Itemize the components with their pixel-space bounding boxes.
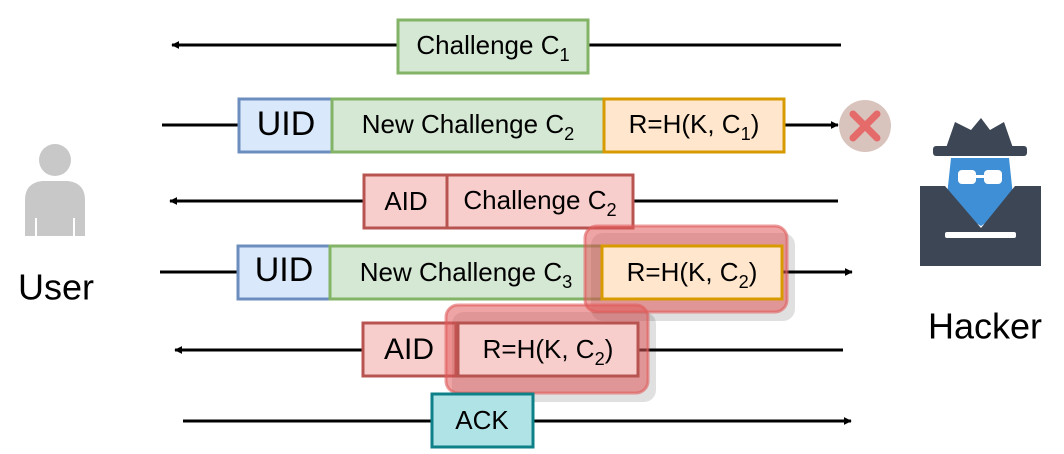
user-icon xyxy=(25,144,85,236)
response-c2-field xyxy=(456,321,640,378)
aid-field xyxy=(362,173,449,230)
message-2: UID New Challenge C2 R=H(K, C1) xyxy=(162,97,891,154)
new-challenge-c3-field xyxy=(328,244,604,301)
message-4: UID New Challenge C3 R=H(K, C2) xyxy=(160,224,853,321)
aid-field xyxy=(361,321,458,378)
message-5: AID R=H(K, C2) xyxy=(174,303,843,402)
challenge-c2-field xyxy=(445,173,635,230)
response-c2-label: R=H(K, C2) xyxy=(627,257,758,292)
uid-label: UID xyxy=(257,105,316,143)
hacker-label: Hacker xyxy=(928,306,1042,347)
new-challenge-c2-field xyxy=(330,97,606,154)
message-6: ACK xyxy=(183,392,852,449)
new-challenge-c3-label: New Challenge C3 xyxy=(360,257,572,292)
uid-field xyxy=(237,97,334,154)
message-3: AID Challenge C2 xyxy=(169,173,838,230)
user-label: User xyxy=(18,267,94,308)
ack-label: ACK xyxy=(455,405,509,435)
challenge-c1-label: Challenge C1 xyxy=(416,30,569,65)
hacker-icon xyxy=(920,118,1041,266)
response-c2-label: R=H(K, C2) xyxy=(483,334,614,369)
challenge-c2-label: Challenge C2 xyxy=(463,185,616,220)
response-c2-field xyxy=(600,244,784,301)
aid-label: AID xyxy=(384,186,427,216)
new-challenge-c2-label: New Challenge C2 xyxy=(362,109,574,144)
blocked-x-icon xyxy=(839,100,891,152)
uid-label: UID xyxy=(255,251,314,289)
message-1: Challenge C1 xyxy=(171,18,841,75)
ack-field xyxy=(430,392,535,449)
response-c1-label: R=H(K, C1) xyxy=(629,109,760,144)
challenge-c1-field xyxy=(396,18,590,75)
response-c1-field xyxy=(602,97,786,154)
aid-label: AID xyxy=(384,333,434,366)
